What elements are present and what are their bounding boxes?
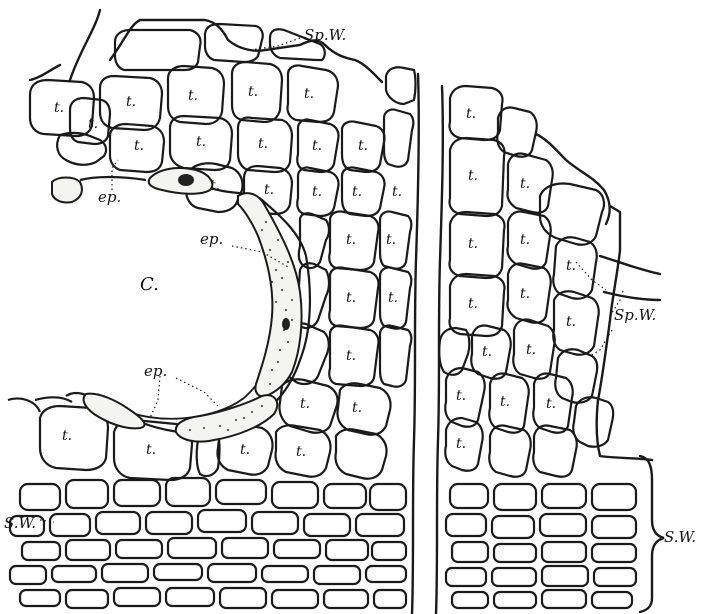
epithelial-stub-left: [52, 178, 82, 203]
cell-t-label: t.: [248, 84, 258, 100]
label-canal: C.: [140, 274, 159, 295]
cell-t-label: t.: [188, 88, 198, 104]
resin-canal: [52, 168, 310, 442]
cell-t-label: t.: [388, 290, 398, 306]
cell-t-label: t.: [468, 236, 478, 252]
cell-t-label: t.: [346, 232, 356, 248]
cell-t-label: t.: [88, 116, 98, 132]
cell-t-label: t.: [468, 296, 478, 312]
cell-t-label: t.: [456, 436, 466, 452]
cell-t-label: t.: [296, 444, 306, 460]
cell-t-label: t.: [386, 232, 396, 248]
cell-t-label: t.: [312, 184, 322, 200]
cell-t-label: t.: [466, 106, 476, 122]
cell-t-label: t.: [54, 100, 64, 116]
cell-t-label: t.: [392, 184, 402, 200]
cell-t-label: t.: [264, 182, 274, 198]
central-ray-walls: [386, 67, 443, 614]
epithelial-cell-left: [84, 394, 145, 429]
cell-t-label: t.: [300, 396, 310, 412]
cell-t-label: t.: [520, 232, 530, 248]
cell-t-label: t.: [146, 442, 156, 458]
label-spw-right: Sp.W.: [614, 306, 656, 324]
cell-t-label: t.: [258, 136, 268, 152]
epithelial-cell-right: [238, 193, 302, 396]
label-sw-right: S.W.: [664, 528, 696, 546]
cell-t-label: t.: [526, 342, 536, 358]
cell-t-label: t.: [126, 94, 136, 110]
cell-t-label: t.: [546, 396, 556, 412]
cell-t-label: t.: [482, 344, 492, 360]
cell-t-label: t.: [346, 348, 356, 364]
cell-t-label: t.: [352, 400, 362, 416]
cell-t-label: t.: [352, 184, 362, 200]
cell-t-label: t.: [468, 168, 478, 184]
cell-t-label: t.: [520, 286, 530, 302]
cell-t-label: t.: [358, 138, 368, 154]
cell-t-label: t.: [520, 176, 530, 192]
label-sw-left: S.W.: [4, 514, 36, 532]
cell-t-label: t.: [210, 178, 220, 194]
summer-wood-cells: [10, 478, 636, 608]
cell-t-label: t.: [240, 442, 250, 458]
sw-bracket-right: [640, 456, 664, 612]
label-ep-bottom: ep.: [144, 362, 167, 380]
cell-t-label: t.: [134, 138, 144, 154]
nucleus-upper: [178, 174, 194, 186]
cell-t-label: t.: [312, 138, 322, 154]
label-ep-middle: ep.: [200, 230, 223, 248]
cell-t-label: t.: [304, 86, 314, 102]
cell-t-label: t.: [196, 134, 206, 150]
label-spw-top: Sp.W.: [304, 26, 346, 44]
cell-t-label: t.: [62, 428, 72, 444]
cell-t-label: t.: [566, 314, 576, 330]
cell-t-label: t.: [456, 388, 466, 404]
cell-t-label: t.: [566, 258, 576, 274]
tracheid-cells-right: [439, 86, 660, 477]
label-ep-left: ep.: [98, 188, 121, 206]
epithelial-cell-lower: [176, 395, 277, 441]
leader-lines: [40, 38, 624, 522]
tracheid-cells-middle-column: [217, 211, 411, 478]
cell-t-label: t.: [500, 394, 510, 410]
cell-t-label: t.: [346, 290, 356, 306]
nucleus-right: [282, 318, 290, 330]
